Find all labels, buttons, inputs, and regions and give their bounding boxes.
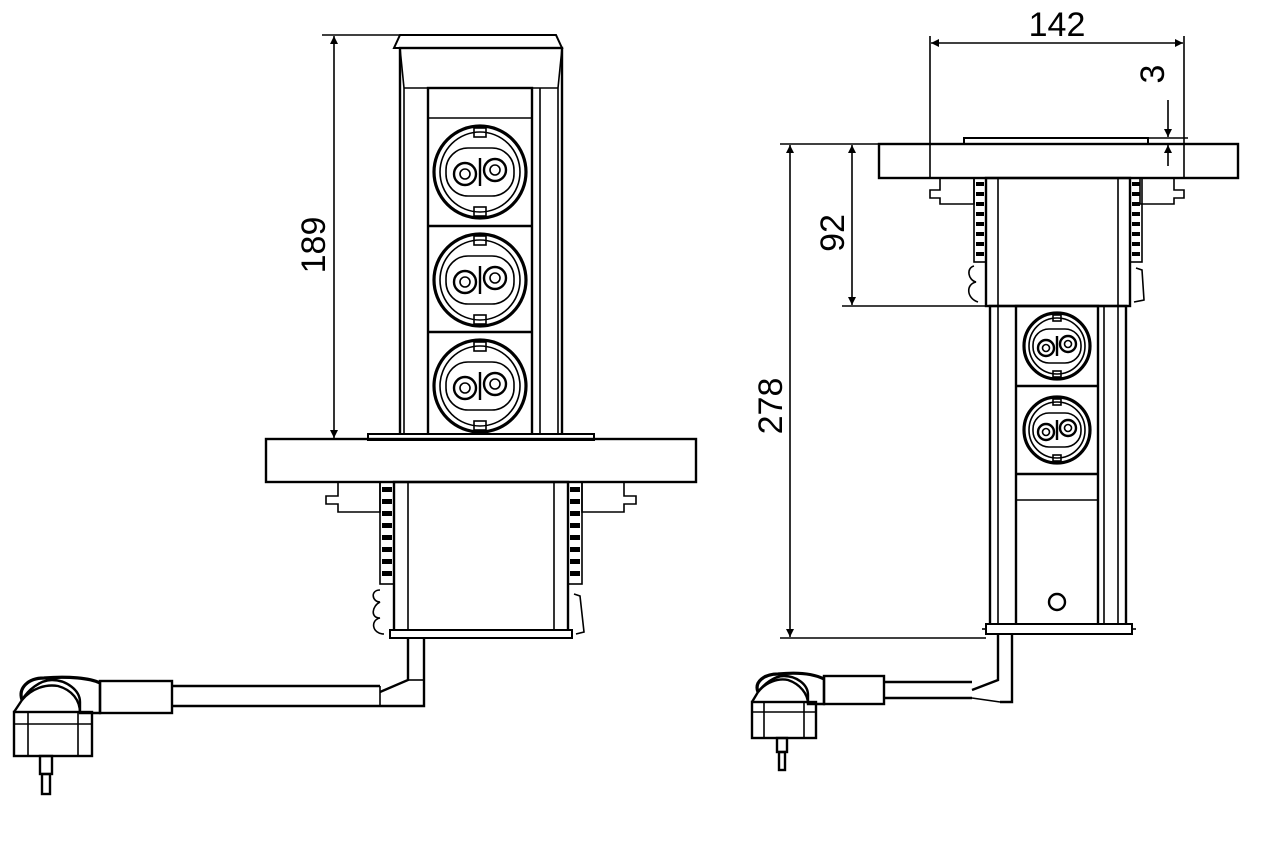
socket-outlet-1 — [432, 124, 528, 220]
worktop-flange — [264, 437, 698, 484]
thread-right — [570, 487, 580, 576]
thread-left-right-view — [976, 182, 984, 256]
dimension-extended-height: 189 — [295, 34, 400, 440]
retracted-view: 142 3 92 278 — [750, 6, 1240, 772]
socket-outlet-2 — [432, 232, 528, 328]
tower-top-cap — [392, 34, 564, 49]
schuko-plug-right — [750, 671, 886, 772]
thread-right-right-view — [1132, 182, 1140, 256]
dimension-total-height: 278 — [752, 143, 986, 639]
power-cable-right — [884, 680, 972, 700]
thread-left — [382, 487, 392, 576]
cable-grommet — [1047, 592, 1067, 612]
housing-body-right — [984, 176, 1132, 308]
dim-label-142: 142 — [1029, 6, 1086, 44]
power-cable — [172, 684, 380, 708]
dim-label-278: 278 — [752, 378, 790, 435]
dim-label-92: 92 — [814, 214, 852, 252]
dimension-width: 142 — [929, 6, 1185, 178]
socket-outlet-r2 — [1022, 395, 1092, 465]
schuko-plug — [12, 675, 174, 796]
dim-label-3: 3 — [1134, 65, 1172, 84]
extended-view: 189 — [12, 34, 698, 796]
dimension-flange-thickness: 3 — [1134, 65, 1188, 166]
socket-outlet-r1 — [1022, 311, 1092, 381]
socket-outlet-3 — [432, 338, 528, 434]
housing-body — [392, 480, 570, 638]
dimension-flange-to-socket: 92 — [814, 143, 990, 307]
dim-label-189: 189 — [295, 217, 333, 274]
